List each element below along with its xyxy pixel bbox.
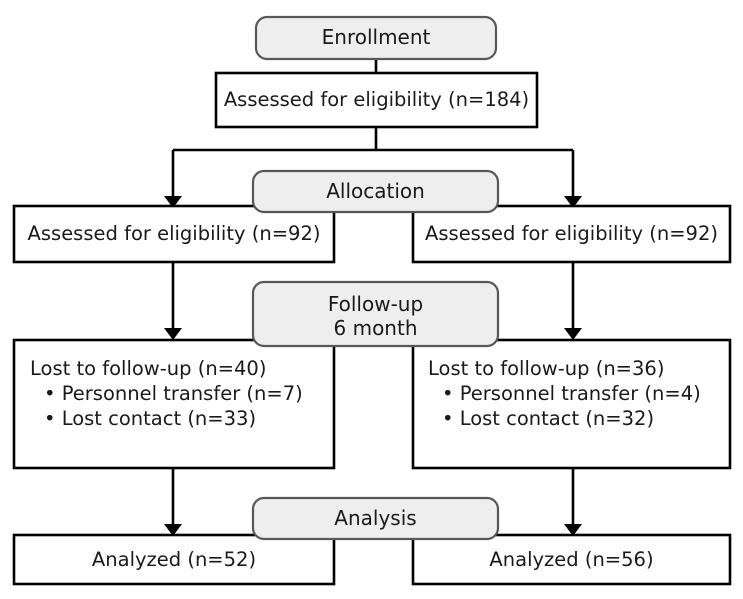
arrow-head-right-analysis bbox=[564, 524, 582, 536]
node-item-followup-right-0: • Personnel transfer (n=4) bbox=[442, 382, 701, 405]
node-label-assessed-total: Assessed for eligibility (n=184) bbox=[223, 88, 530, 111]
node-label-analysis-right: Analyzed (n=56) bbox=[489, 548, 654, 571]
node-item-followup-left-0: • Personnel transfer (n=7) bbox=[44, 382, 303, 405]
stage-label-enrollment: Enrollment bbox=[321, 25, 431, 49]
node-analysis-left-box bbox=[12, 533, 336, 586]
node-label-analysis-left: Analyzed (n=52) bbox=[91, 548, 257, 571]
stage-allocation-box bbox=[251, 169, 500, 214]
node-assessed-total-box bbox=[214, 71, 539, 129]
node-heading-followup-right: Lost to follow-up (n=36) bbox=[428, 357, 665, 380]
arrow-head-right-allocation bbox=[564, 196, 582, 208]
node-followup-right-box bbox=[411, 338, 732, 470]
node-heading-followup-left: Lost to follow-up (n=40) bbox=[30, 357, 267, 380]
arrow-head-left-followup bbox=[164, 328, 182, 340]
arrow-head-left-analysis bbox=[164, 524, 182, 536]
arrow-head-left-allocation bbox=[164, 196, 182, 208]
node-label-alloc-right: Assessed for eligibility (n=92) bbox=[425, 222, 718, 245]
node-alloc-right-box bbox=[411, 204, 732, 264]
stage-label-followup: Follow-up 6 month bbox=[327, 292, 424, 340]
connector-allocation-to-followup bbox=[164, 262, 582, 340]
connector-assessed-split bbox=[164, 127, 582, 208]
node-alloc-left-box bbox=[12, 204, 336, 264]
node-item-followup-left-1: • Lost contact (n=33) bbox=[44, 407, 257, 430]
node-followup-left-box bbox=[12, 338, 336, 470]
connector-followup-to-analysis bbox=[164, 468, 582, 536]
stage-analysis-box bbox=[251, 496, 500, 541]
stage-label-allocation: Allocation bbox=[326, 179, 425, 203]
node-item-followup-right-1: • Lost contact (n=32) bbox=[442, 407, 655, 430]
stage-label-analysis: Analysis bbox=[334, 506, 417, 530]
stage-enrollment-box bbox=[254, 15, 498, 61]
node-label-alloc-left: Assessed for eligibility (n=92) bbox=[27, 222, 321, 245]
arrow-head-right-followup bbox=[564, 328, 582, 340]
node-analysis-right-box bbox=[411, 533, 732, 586]
stage-followup-box bbox=[251, 280, 500, 348]
